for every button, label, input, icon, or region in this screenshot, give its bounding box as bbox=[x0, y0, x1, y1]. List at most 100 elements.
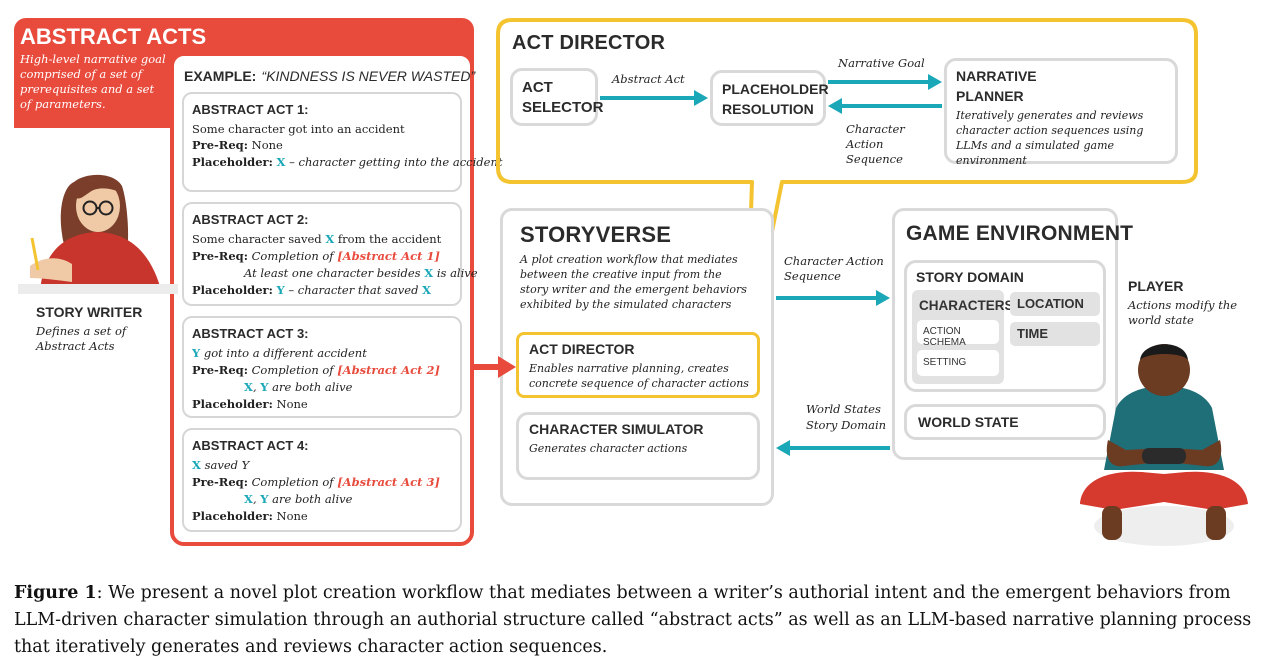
prereq2-var1: X bbox=[244, 380, 253, 394]
prereq-text: None bbox=[251, 138, 283, 152]
characters-group: CHARACTERS ACTION SCHEMA SETTING bbox=[912, 290, 1014, 384]
abstract-acts-description: High-level narrative goal comprised of a… bbox=[20, 52, 166, 111]
character-simulator-label: CHARACTER SIMULATOR bbox=[529, 421, 704, 437]
act-line1-post: got into a different accident bbox=[200, 346, 367, 360]
prereq-label: Pre-Req: bbox=[192, 138, 248, 152]
prereq-text: Completion of bbox=[251, 363, 338, 377]
placeholder-label: Placeholder: bbox=[192, 509, 273, 523]
setting-label: SETTING bbox=[923, 357, 967, 368]
prereq-ref: [Abstract Act 2] bbox=[337, 363, 440, 377]
act-line1-post: from the accident bbox=[334, 232, 442, 246]
act-title: ABSTRACT ACT 4: bbox=[192, 438, 309, 453]
prereq-ref: [Abstract Act 1] bbox=[337, 249, 440, 263]
placeholder-label: Placeholder: bbox=[192, 155, 273, 169]
act-title: ABSTRACT ACT 2: bbox=[192, 212, 309, 227]
placeholder-resolution-box: PLACEHOLDER RESOLUTION bbox=[710, 70, 829, 126]
world-state-label: WORLD STATE bbox=[918, 414, 1019, 430]
arrow-narrative-goal-label: Narrative Goal bbox=[838, 56, 925, 70]
narrative-planner-title: NARRATIVE PLANNER bbox=[956, 68, 1037, 104]
act-title: ABSTRACT ACT 1: bbox=[192, 102, 309, 117]
action-schema-label: ACTION SCHEMA bbox=[923, 326, 966, 348]
act-line1: X saved Y bbox=[192, 458, 249, 473]
act-line1-pre: Some character saved bbox=[192, 232, 326, 246]
placeholder-label: Placeholder: bbox=[192, 397, 273, 411]
prereq2-sep: , bbox=[252, 380, 261, 394]
act-director-top-title: ACT DIRECTOR bbox=[512, 32, 666, 54]
story-writer-label: STORY WRITER bbox=[36, 304, 143, 320]
act-placeholder: Placeholder: Y – character that saved X bbox=[192, 283, 431, 298]
act-prereq: Pre-Req: Completion of [Abstract Act 2] bbox=[192, 363, 440, 378]
act-placeholder: Placeholder: X – character getting into … bbox=[192, 155, 503, 170]
characters-label: CHARACTERS bbox=[919, 298, 1014, 313]
abstract-act-card-4: ABSTRACT ACT 4: X saved Y Pre-Req: Compl… bbox=[182, 428, 462, 532]
prereq2-var: X bbox=[424, 266, 434, 280]
example-line: EXAMPLE: “KINDNESS IS NEVER WASTED” bbox=[184, 66, 475, 85]
arrow-character-action-sequence-mid-label: Character Action Sequence bbox=[784, 254, 884, 283]
location-pill: LOCATION bbox=[1010, 292, 1100, 316]
act-line1-var: X bbox=[192, 458, 201, 472]
prereq2-post: are both alive bbox=[268, 380, 353, 394]
time-pill: TIME bbox=[1010, 322, 1100, 346]
arrow-world-states-label: World States bbox=[806, 402, 881, 416]
prereq2-post: is alive bbox=[433, 266, 478, 280]
placeholder-var: X bbox=[276, 155, 286, 169]
prereq-text: Completion of bbox=[251, 475, 338, 489]
prereq-label: Pre-Req: bbox=[192, 249, 248, 263]
act-line1-text: Some character got into an accident bbox=[192, 122, 405, 136]
arrow-character-action-sequence-back bbox=[828, 98, 942, 114]
story-writer-illustration bbox=[18, 174, 178, 294]
act-prereq: Pre-Req: Completion of [Abstract Act 1] bbox=[192, 249, 440, 264]
act-prereq: Pre-Req: None bbox=[192, 138, 283, 153]
prereq2-post: are both alive bbox=[268, 492, 353, 506]
arrow-abstract-act-label: Abstract Act bbox=[612, 72, 685, 86]
arrow-world-states bbox=[776, 440, 890, 456]
character-simulator-box: CHARACTER SIMULATOR Generates character … bbox=[516, 412, 760, 480]
example-value: “KINDNESS IS NEVER WASTED” bbox=[261, 68, 476, 84]
prereq-ref: [Abstract Act 3] bbox=[337, 475, 440, 489]
prereq2-text: At least one character besides bbox=[244, 266, 425, 280]
world-state-box: WORLD STATE bbox=[904, 404, 1106, 440]
setting-pill: SETTING bbox=[917, 350, 999, 376]
player-illustration bbox=[1080, 344, 1248, 546]
act-line1: Some character saved X from the accident bbox=[192, 232, 441, 247]
act-prereq-line2: At least one character besides X is aliv… bbox=[244, 266, 478, 281]
placeholder-var2: X bbox=[422, 283, 432, 297]
act-prereq: Pre-Req: Completion of [Abstract Act 3] bbox=[192, 475, 440, 490]
player-label: PLAYER bbox=[1128, 278, 1184, 294]
act-placeholder: Placeholder: None bbox=[192, 509, 308, 524]
placeholder-text: None bbox=[276, 509, 308, 523]
action-schema-pill: ACTION SCHEMA bbox=[917, 320, 999, 348]
placeholder-var: Y bbox=[276, 283, 285, 297]
storyverse-description: A plot creation workflow that mediates b… bbox=[520, 253, 747, 311]
act-line1: Some character got into an accident bbox=[192, 122, 405, 137]
narrative-planner-description: Iteratively generates and reviews charac… bbox=[956, 109, 1144, 167]
act-title: ABSTRACT ACT 3: bbox=[192, 326, 309, 341]
abstract-act-card-3: ABSTRACT ACT 3: Y got into a different a… bbox=[182, 316, 462, 418]
figure-caption-text: : We present a novel plot creation workf… bbox=[14, 583, 1252, 657]
prereq2-var2: Y bbox=[260, 380, 269, 394]
storyverse-title: STORYVERSE bbox=[520, 222, 672, 247]
arrow-story-domain-label: Story Domain bbox=[806, 418, 887, 432]
figure-caption: Figure 1: We present a novel plot creati… bbox=[14, 580, 1254, 661]
act-line1: Y got into a different accident bbox=[192, 346, 367, 361]
character-simulator-description: Generates character actions bbox=[529, 442, 688, 455]
act-line1-post: saved Y bbox=[200, 458, 250, 472]
prereq-text: Completion of bbox=[251, 249, 338, 263]
arrow-character-action-sequence-label: Character Action Sequence bbox=[846, 122, 905, 166]
placeholder-text: – character that saved bbox=[284, 283, 423, 297]
arrow-abstract-act bbox=[600, 90, 708, 106]
abstract-act-card-1: ABSTRACT ACT 1: Some character got into … bbox=[182, 92, 503, 192]
location-label: LOCATION bbox=[1017, 296, 1084, 311]
story-domain-label: STORY DOMAIN bbox=[916, 269, 1024, 285]
prereq2-var2: Y bbox=[260, 492, 269, 506]
act-selector-box: ACT SELECTOR bbox=[510, 68, 603, 126]
act-line1-var: X bbox=[325, 232, 335, 246]
act-prereq-line2: X, Y are both alive bbox=[244, 380, 352, 395]
story-writer-description: Defines a set of Abstract Acts bbox=[36, 324, 127, 353]
abstract-acts-title: ABSTRACT ACTS bbox=[20, 24, 207, 49]
placeholder-label: Placeholder: bbox=[192, 283, 273, 297]
placeholder-text: None bbox=[276, 397, 308, 411]
act-director-description: Enables narrative planning, creates conc… bbox=[529, 362, 749, 390]
act-line1-var: Y bbox=[192, 346, 201, 360]
placeholder-resolution-label: PLACEHOLDER RESOLUTION bbox=[722, 81, 829, 117]
